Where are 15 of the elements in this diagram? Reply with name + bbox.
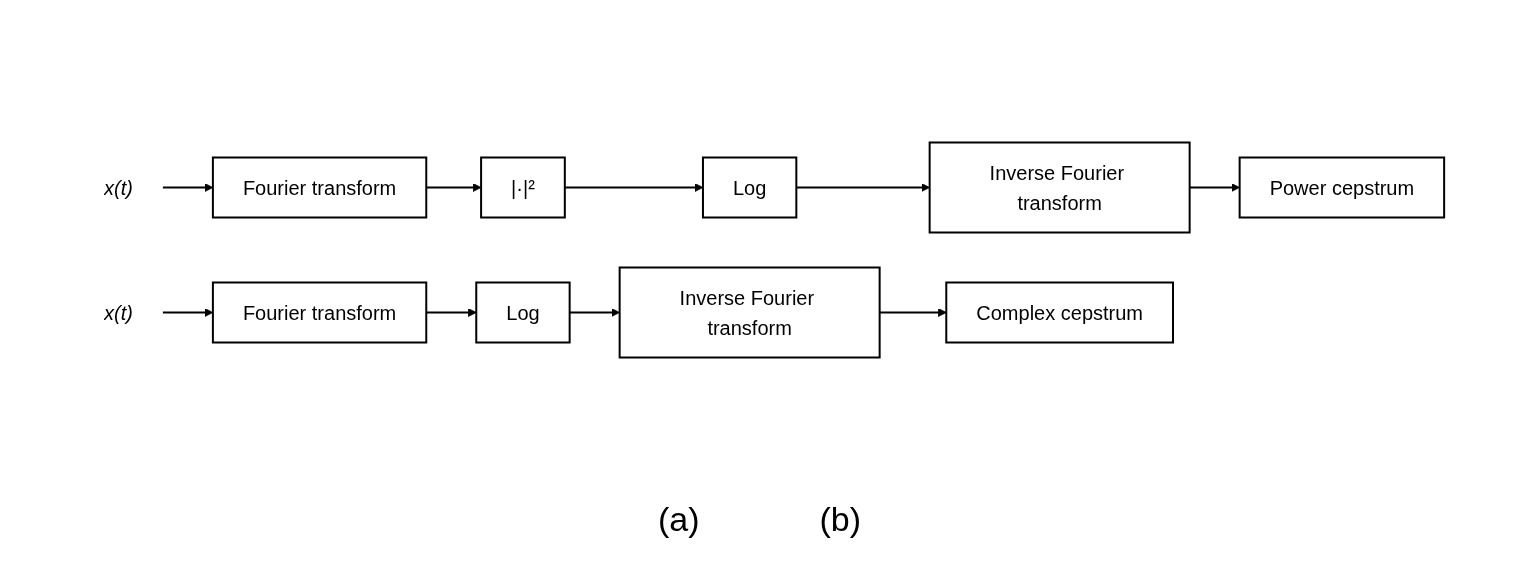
node-box: Inverse Fourier transform	[929, 141, 1192, 234]
node-box: Complex cepstrum	[945, 281, 1175, 344]
node-text: x(t)	[104, 301, 134, 324]
node-box: Power cepstrum	[1239, 156, 1446, 219]
node-box: Log	[702, 156, 798, 219]
panel-label: (b)	[819, 500, 862, 539]
node-box: Fourier transform	[212, 156, 428, 219]
node-box: Fourier transform	[212, 281, 428, 344]
node-text: x(t)	[104, 176, 134, 199]
arrow	[162, 183, 214, 192]
node-box: Inverse Fourier transform	[619, 266, 882, 359]
node-box: |·|²	[480, 156, 567, 219]
panel-label: (a)	[657, 500, 700, 539]
arrow	[162, 308, 214, 317]
node-box: Log	[475, 281, 572, 344]
